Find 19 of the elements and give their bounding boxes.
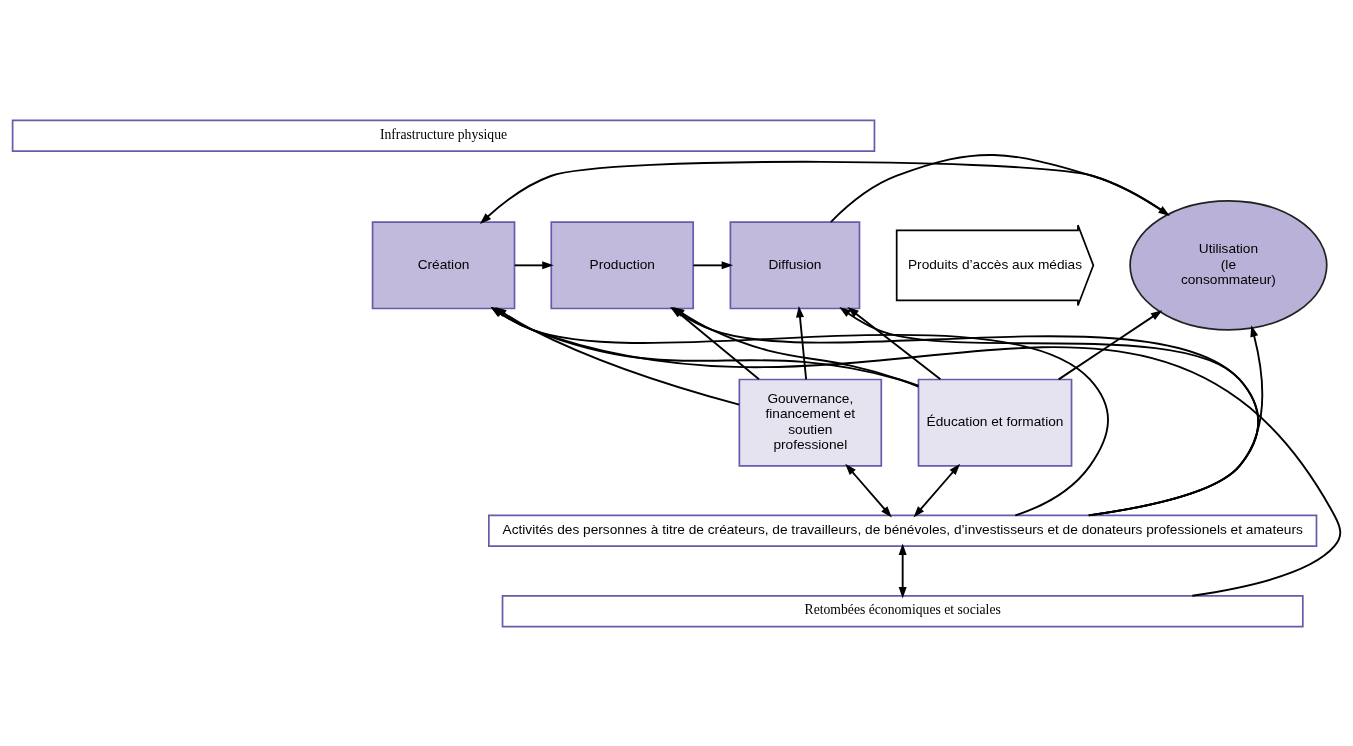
- arrow: [839, 306, 1260, 516]
- node-box: Activités des personnes à titre de créateurs, de travailleurs, de bénévoles, d’investisseurs et de donateurs professionels et amateurs: [488, 514, 1318, 547]
- node-box: Gouvernance, financement et soutien professionel: [738, 378, 883, 467]
- arrow: [913, 463, 961, 517]
- arrow: [692, 260, 734, 269]
- node-box: Création: [371, 220, 516, 309]
- node-ellipse: Utilisation (le consommateur): [1129, 199, 1328, 331]
- arrow: [845, 463, 892, 517]
- arrow: [513, 260, 554, 269]
- node-box: Éducation et formation: [917, 378, 1073, 467]
- node-box: Retombées économiques et sociales: [501, 594, 1304, 627]
- arrow: [1087, 324, 1264, 516]
- arrow: [847, 306, 942, 380]
- node-box: Diffusion: [729, 220, 861, 309]
- arrow: [898, 543, 907, 598]
- arrow: [1057, 309, 1163, 380]
- node-box: Infrastructure physique: [11, 119, 876, 152]
- node-box: Production: [550, 220, 695, 309]
- arrow: [796, 305, 808, 380]
